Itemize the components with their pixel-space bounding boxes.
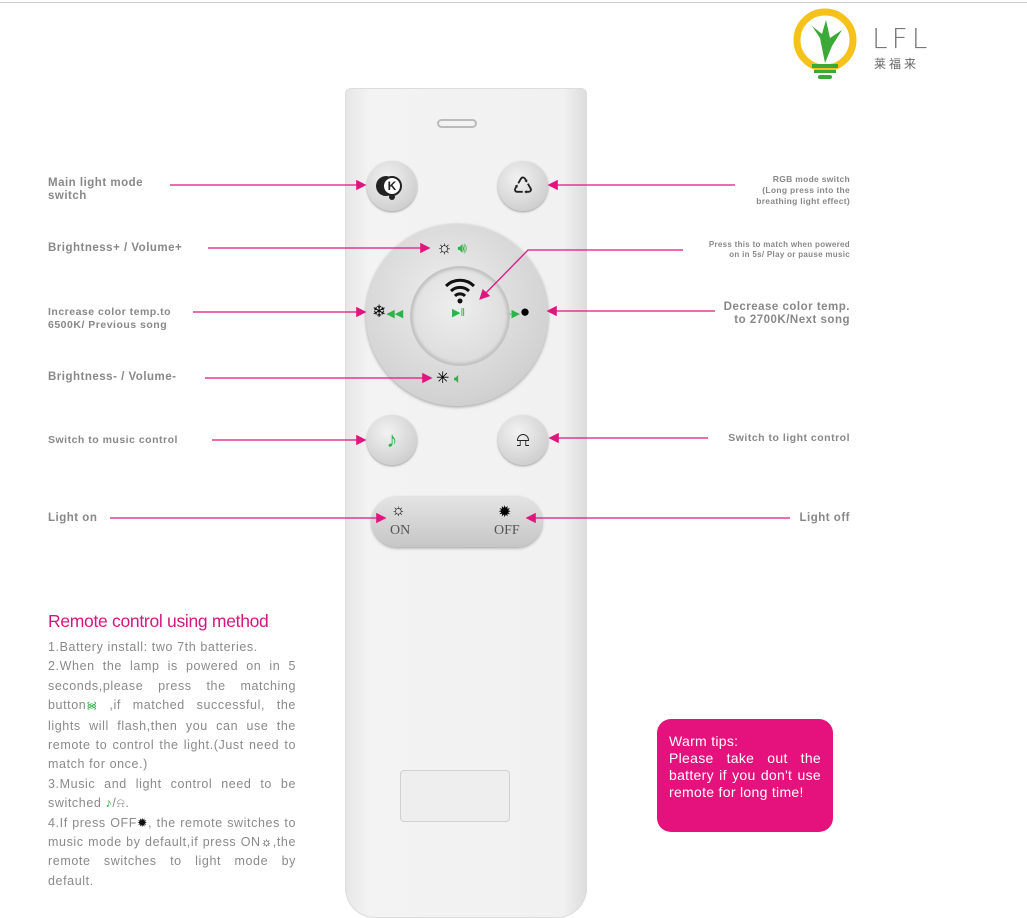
top-border [0,2,1027,3]
logo-chinese: 莱福来 [874,57,920,71]
indicator-slot [437,119,477,128]
label-line: (Long press into the [762,185,850,195]
label-light-control: Switch to light control [728,432,850,444]
battery-cover [400,770,510,822]
music-small-icon: ♪ [105,796,113,811]
volume-down-icon: 🔈︎ [453,370,463,386]
label-light-off: Light off [799,512,850,524]
step-4: 4.If press OFF✹, the remote switches to … [48,814,296,892]
color-temp-k-icon: K [382,176,402,196]
step-text: 2.When the lamp is powered on in 5 secon… [48,659,296,713]
step-text: 4.If press OFF [48,815,138,830]
label-line: Decrease color temp. [723,301,850,313]
brightness-up-button[interactable]: ☼ 🔊︎ [436,237,467,258]
ceiling-light-icon: ⍾ [516,428,530,451]
label-music-control: Switch to music control [48,434,178,446]
label-line: breathing light effect) [756,196,850,206]
snowflake-icon: ❄ [372,302,387,321]
step-text: ,if matched successful, the lights will … [48,698,296,772]
light-off-sun-icon: ✹ [498,504,512,521]
label-line: 6500K/ Previous song [48,319,168,331]
off-label: OFF [494,523,520,538]
light-small-icon: ⍾ [116,796,126,811]
main-light-mode-button[interactable]: K [367,161,417,211]
warm-tips-box: Warm tips: Please take out the battery i… [657,719,833,832]
music-control-button[interactable]: ♪ [367,415,417,465]
leader-lines [110,179,790,524]
on-small-icon: ☼ [260,835,273,850]
on-off-button[interactable] [372,497,542,547]
label-main-light-mode: Main light mode switch [48,177,144,202]
sun-small-icon: ✳ [436,370,450,387]
label-brightness-up: Brightness+ / Volume+ [48,242,183,254]
step-2: 2.When the lamp is powered on in 5 secon… [48,657,296,774]
wifi-small-icon: ᯼ [86,701,98,713]
step-text: ,the remote switches to light mode by de… [48,835,296,888]
off-small-icon: ✹ [137,815,149,830]
rgb-mode-button[interactable]: ♺ [498,161,548,211]
label-line: Press this to match when powered [708,240,850,249]
match-play-pause-button[interactable]: ▶‖ [412,268,508,364]
step-text: , the remote switches to music mode by d… [48,815,296,850]
sun-icon: ☼ [436,237,453,257]
rgb-cycle-icon: ♺ [512,172,534,200]
light-on-sun-icon: ☼ [391,502,406,519]
label-line: on in 5s/ Play or pause music [729,250,850,259]
increase-color-temp-button[interactable]: ❄◀◀ [372,302,403,322]
instructions-body: 1.Battery install: two 7th batteries. 2.… [48,638,296,891]
step-1: 1.Battery install: two 7th batteries. [48,640,258,654]
label-line: to 2700K/Next song [734,314,850,326]
previous-icon: ◀◀ [386,308,404,320]
leader-match [479,249,683,300]
label-decrease-temp: Decrease color temp.to 2700K/Next song [724,301,850,327]
volume-up-icon: 🔊︎ [457,240,467,257]
label-line: Increase color temp.to [48,306,172,318]
play-pause-icon: ▶‖ [452,307,466,319]
on-label: ON [390,523,411,538]
wifi-icon [444,278,476,304]
tips-body: Please take out the battery if you don't… [669,750,821,800]
label-brightness-down: Brightness- / Volume- [48,371,177,383]
instructions-title: Remote control using method [48,611,269,631]
music-note-icon: ♪ [386,427,398,452]
step-text: 3.Music and light control need to be swi… [48,776,296,811]
label-line: RGB mode switch [772,174,850,184]
brightness-down-button[interactable]: ✳ 🔈︎ [436,368,462,388]
light-control-button[interactable]: ⍾ [498,415,548,465]
warm-sun-icon: ● [519,302,531,321]
lightbulb-logo-icon [793,8,857,79]
step-3: 3.Music and light control need to be swi… [48,776,296,811]
label-light-on: Light on [48,512,98,524]
tips-title: Warm tips: [669,733,739,749]
logo-brand: LFL [872,22,932,55]
